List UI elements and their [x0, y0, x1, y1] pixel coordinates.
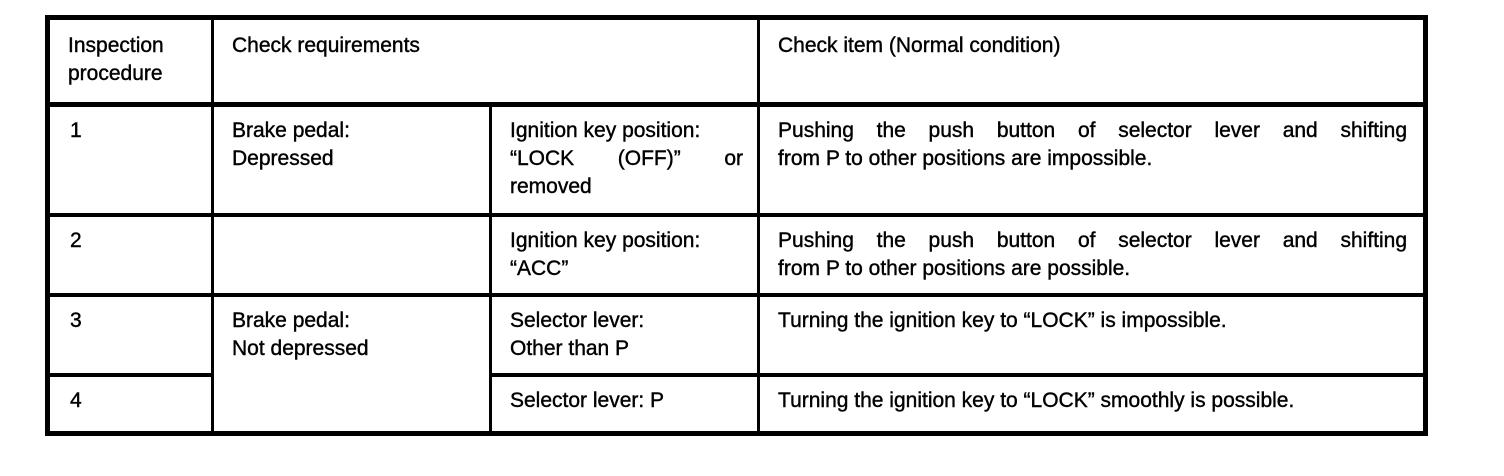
cell-check-item-4: Turning the ignition key to “LOCK” smoot… [757, 372, 1428, 435]
condition-line: Selector lever: P [510, 388, 665, 412]
condition-line: “LOCK (OFF)” or [510, 146, 744, 170]
cell-procedure-3: 3 [46, 292, 214, 377]
header-check-requirements: Check requirements [210, 16, 761, 107]
check-item-line: from P to other positions are impossible… [778, 146, 1153, 170]
table-row-2: 2 Ignition key position: “ACC” Pushing t… [46, 213, 1428, 297]
cell-condition-1: Ignition key position: “LOCK (OFF)” or r… [488, 102, 761, 217]
cell-condition-2: Ignition key position: “ACC” [488, 213, 761, 297]
check-item-line: Turning the ignition key to “LOCK” is im… [778, 308, 1227, 332]
check-item-line: Turning the ignition key to “LOCK” smoot… [778, 388, 1295, 412]
condition-line: removed [510, 174, 592, 198]
cell-procedure-2: 2 [46, 213, 214, 297]
cell-check-item-1: Pushing the push button of selector leve… [757, 102, 1428, 217]
check-item-line: from P to other positions are possible. [778, 256, 1131, 280]
condition-line: Ignition key position: [510, 229, 701, 252]
cell-requirement-1: Brake pedal: Depressed [211, 102, 492, 217]
condition-line: Ignition key position: [510, 119, 701, 142]
cell-check-item-3: Turning the ignition key to “LOCK” is im… [757, 292, 1428, 377]
table-row-4: 4 Selector lever: P Turning the ignition… [46, 372, 1428, 435]
condition-line: “ACC” [510, 256, 569, 280]
cell-requirement-3-4: Brake pedal: Not depressed [211, 292, 492, 435]
inspection-procedure-table: Inspection procedure Check requirements … [45, 15, 1429, 436]
condition-line: Other than P [510, 336, 630, 360]
check-item-line: Pushing the push button of selector leve… [778, 229, 1408, 252]
cell-procedure-4: 4 [46, 372, 214, 435]
header-inspection-procedure: Inspection procedure [46, 16, 214, 107]
cell-check-item-2: Pushing the push button of selector leve… [757, 213, 1428, 297]
cell-condition-3: Selector lever: Other than P [488, 292, 761, 377]
header-check-item: Check item (Normal condition) [757, 16, 1428, 107]
cell-condition-4: Selector lever: P [488, 372, 761, 435]
table-header-row: Inspection procedure Check requirements … [46, 16, 1428, 107]
table-row-3: 3 Brake pedal: Not depressed Selector le… [46, 292, 1428, 435]
cell-procedure-1: 1 [46, 102, 214, 217]
check-item-line: Pushing the push button of selector leve… [778, 119, 1408, 142]
table-row-1: 1 Brake pedal: Depressed Ignition key po… [46, 102, 1428, 217]
cell-requirement-2-empty [211, 213, 492, 297]
condition-line: Selector lever: [510, 308, 645, 332]
